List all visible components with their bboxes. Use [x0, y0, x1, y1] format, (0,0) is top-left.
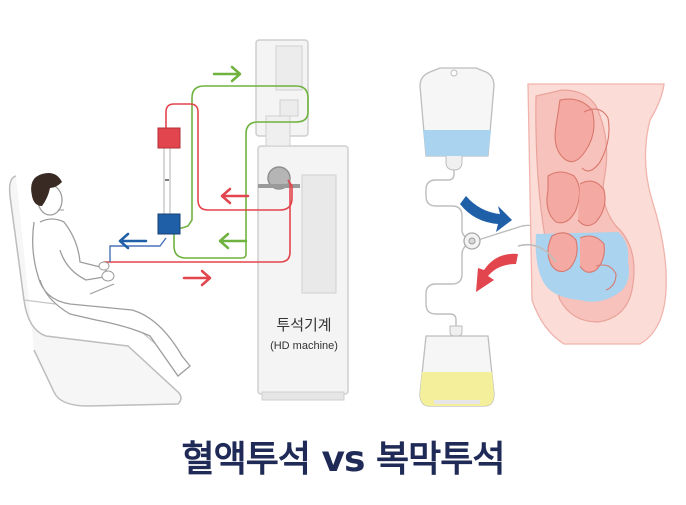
dialyzer-blue-cap [157, 213, 181, 235]
abdomen-cross-section [517, 83, 667, 345]
blood-pump [267, 166, 291, 190]
hd-monitor-button [279, 99, 299, 117]
hemodialysis-section [8, 39, 349, 407]
curved-red-arrow-icon [476, 253, 518, 292]
patient-in-chair [8, 173, 191, 407]
hd-machine-label-en: (HD machine) [270, 340, 338, 352]
curved-blue-arrow-icon [460, 196, 512, 232]
hd-machine-panel [301, 174, 337, 294]
chair [8, 175, 182, 407]
hd-machine-base [261, 391, 345, 401]
blue-arrow-icon [118, 232, 148, 250]
patient-body [32, 221, 191, 377]
red-arrow-icon [220, 187, 250, 205]
dialyzer-tube [163, 147, 171, 219]
pump-bar [258, 184, 300, 188]
red-arrow-icon [182, 269, 212, 287]
hd-monitor-stand [265, 115, 291, 147]
blue-tubing [109, 237, 167, 262]
peritoneal-dialysis-section [419, 67, 667, 407]
hd-machine-label: 투석기계 (HD machine) [262, 316, 346, 354]
pd-catheter [517, 243, 557, 263]
waste-bag [419, 325, 495, 407]
hd-monitor-screen [275, 45, 303, 91]
green-arrow-icon [218, 232, 248, 250]
patient-hair [31, 173, 62, 206]
green-arrow-icon [212, 65, 242, 83]
green-tubing [173, 85, 309, 259]
red-tubing [103, 103, 293, 266]
page-title: 혈액투석 vs 복막투석 [181, 439, 506, 480]
hd-machine-label-ko: 투석기계 [276, 316, 332, 334]
dialysate-bag [419, 67, 495, 171]
dialyzer-red-cap [157, 127, 181, 149]
